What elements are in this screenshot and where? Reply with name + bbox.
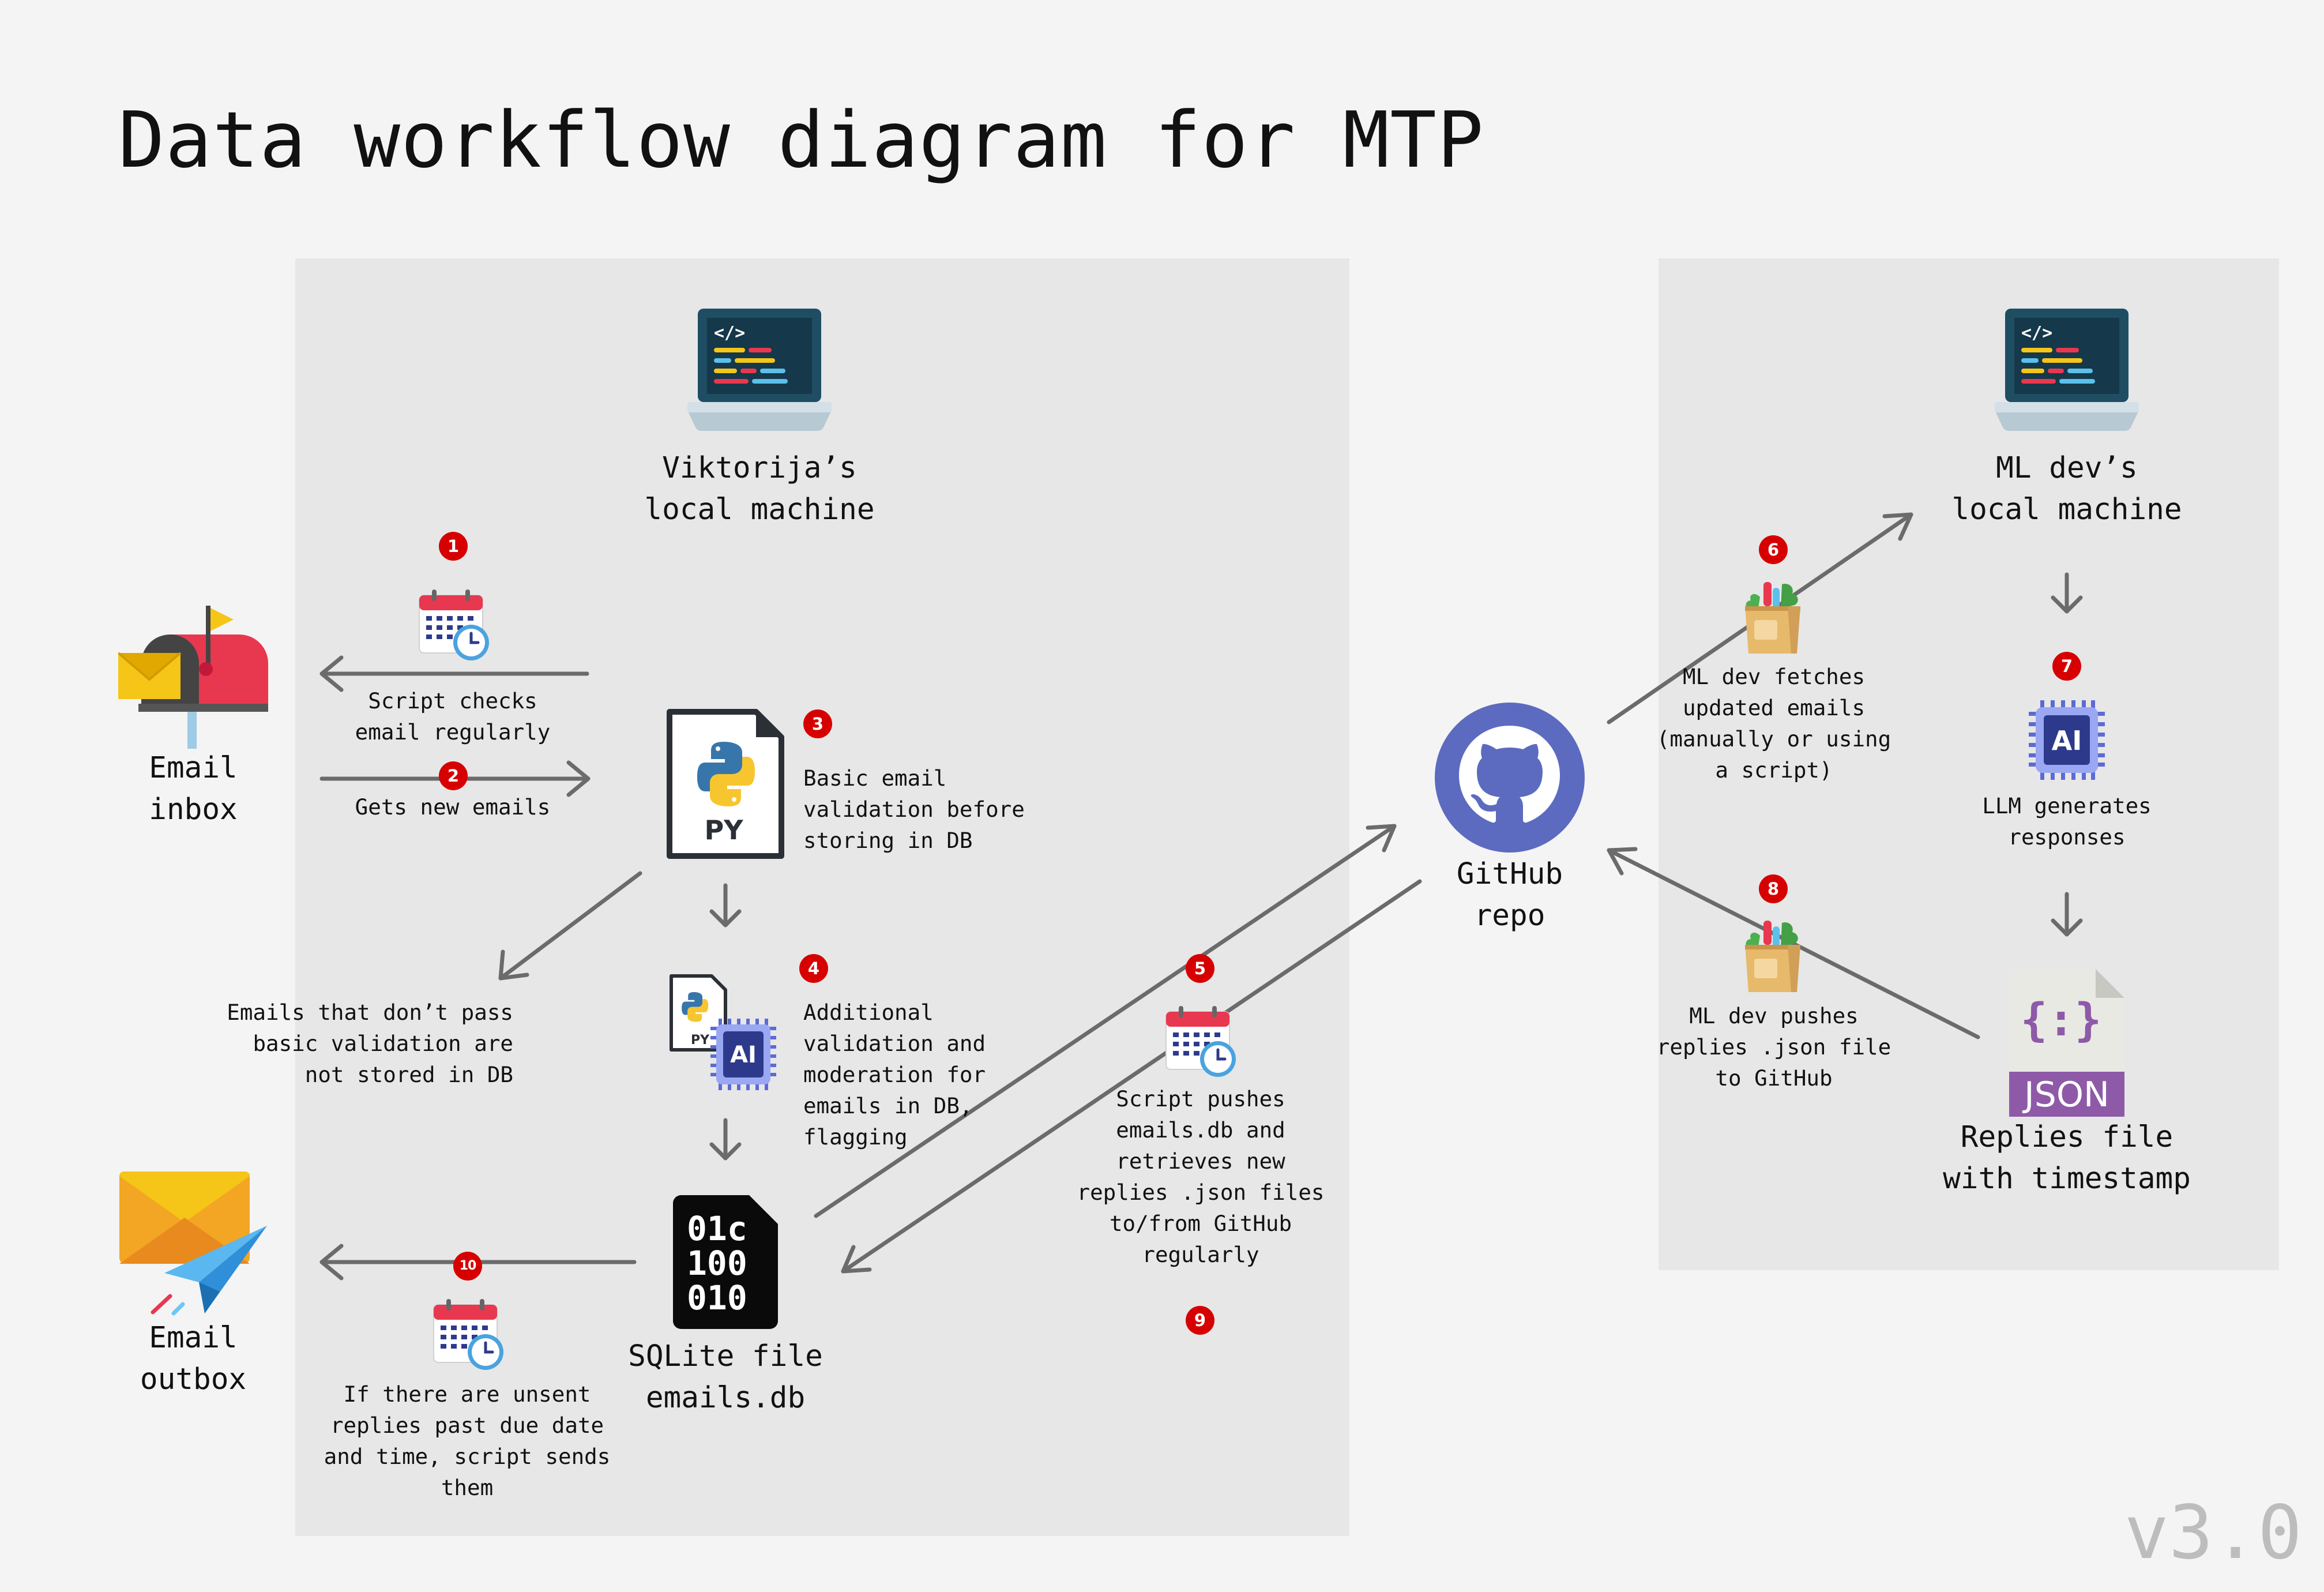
python-ai-icon: PY AI xyxy=(670,974,776,1090)
calendar-clock-icon xyxy=(433,1299,503,1370)
step-2-text: Gets new emails xyxy=(355,794,551,820)
page-title: Data workflow diagram for MTP xyxy=(118,95,1484,185)
laptop-icon: </> xyxy=(687,309,832,431)
arrow-py-to-validation xyxy=(709,883,742,928)
svg-text:AI: AI xyxy=(730,1042,757,1068)
grocery-bag-icon xyxy=(1745,921,1800,992)
binary-line-3: 010 xyxy=(687,1278,747,1317)
sqlite-file-icon: 01c 100 010 xyxy=(673,1195,778,1329)
step-badge-5: 5 xyxy=(1186,954,1214,983)
arrow-retrieve-replies xyxy=(841,879,1422,1274)
arrow-ml-to-llm xyxy=(2051,572,2083,614)
viktorija-machine-label: Viktorija’s local machine xyxy=(644,451,875,527)
ml-dev-machine-label: ML dev’s local machine xyxy=(1951,451,2182,527)
github-icon xyxy=(1435,703,1585,853)
email-outbox-icon xyxy=(119,1171,267,1316)
step-badge-9: 9 xyxy=(1186,1306,1214,1335)
ml-dev-laptop-icon: </> xyxy=(1995,309,2139,431)
step-5-text: Script pushes emails.db and retrieves ne… xyxy=(1077,1086,1325,1267)
svg-text:01c 100 010: 01c 100 010 xyxy=(687,1209,768,1317)
sqlite-file-label: SQLite file emails.db xyxy=(628,1339,823,1415)
step-1-text: Script checks email regularly xyxy=(355,688,551,745)
step-badge-7: 7 xyxy=(2052,652,2081,681)
step-7-text: LLM generates responses xyxy=(1982,793,2152,850)
svg-text:</>: </> xyxy=(714,323,745,343)
step-4-text: Additional validation and moderation for… xyxy=(803,1000,986,1150)
ai-label: AI xyxy=(2052,725,2082,756)
json-file-icon: {:} JSON xyxy=(2009,969,2124,1117)
py-label: PY xyxy=(704,814,743,846)
grocery-bag-icon xyxy=(1745,582,1800,654)
step-6-text: ML dev fetches updated emails (manually … xyxy=(1656,664,1891,783)
mailbox-icon xyxy=(118,606,268,749)
binary-line-2: 100 xyxy=(687,1244,747,1283)
svg-text:</>: </> xyxy=(2021,323,2052,343)
json-braces: {:} xyxy=(2021,994,2102,1046)
email-outbox-label: Email outbox xyxy=(140,1321,247,1396)
step-badge-2: 2 xyxy=(439,761,468,790)
step-badge-1: 1 xyxy=(439,532,468,561)
step-badge-8: 8 xyxy=(1759,874,1788,903)
arrow-push-db xyxy=(814,824,1397,1218)
arrow-rejected xyxy=(498,871,642,981)
arrow-llm-to-json xyxy=(2051,892,2083,937)
replies-file-label: Replies file with timestamp xyxy=(1943,1120,2191,1196)
github-repo-label: GitHub repo xyxy=(1456,857,1563,933)
step-badge-6: 6 xyxy=(1759,535,1788,564)
step-badge-4: 4 xyxy=(799,954,828,983)
calendar-clock-icon xyxy=(1165,1006,1236,1077)
python-file-icon: PY xyxy=(667,709,784,859)
binary-line-1: 01c xyxy=(687,1209,747,1248)
arrow-validation-to-db xyxy=(709,1118,742,1161)
svg-text:PY: PY xyxy=(691,1033,710,1047)
version-label: v3.0 xyxy=(2124,1490,2302,1576)
step-10-text: If there are unsent replies past due dat… xyxy=(324,1381,611,1500)
ml-dev-panel xyxy=(1659,258,2279,1270)
calendar-clock-icon xyxy=(419,590,489,660)
arrow-check-email xyxy=(319,655,589,692)
step-3-text: Basic email validation before storing in… xyxy=(803,765,1025,853)
step-8-text: ML dev pushes replies .json file to GitH… xyxy=(1656,1003,1891,1091)
email-inbox-label: Email inbox xyxy=(149,751,238,827)
json-label: JSON xyxy=(2022,1075,2109,1115)
step-badge-10: 10 xyxy=(453,1252,482,1281)
step-badge-3: 3 xyxy=(803,709,832,738)
ai-chip-icon: AI xyxy=(2029,700,2105,780)
rejected-emails-note: Emails that don’t pass basic validation … xyxy=(227,1000,513,1087)
